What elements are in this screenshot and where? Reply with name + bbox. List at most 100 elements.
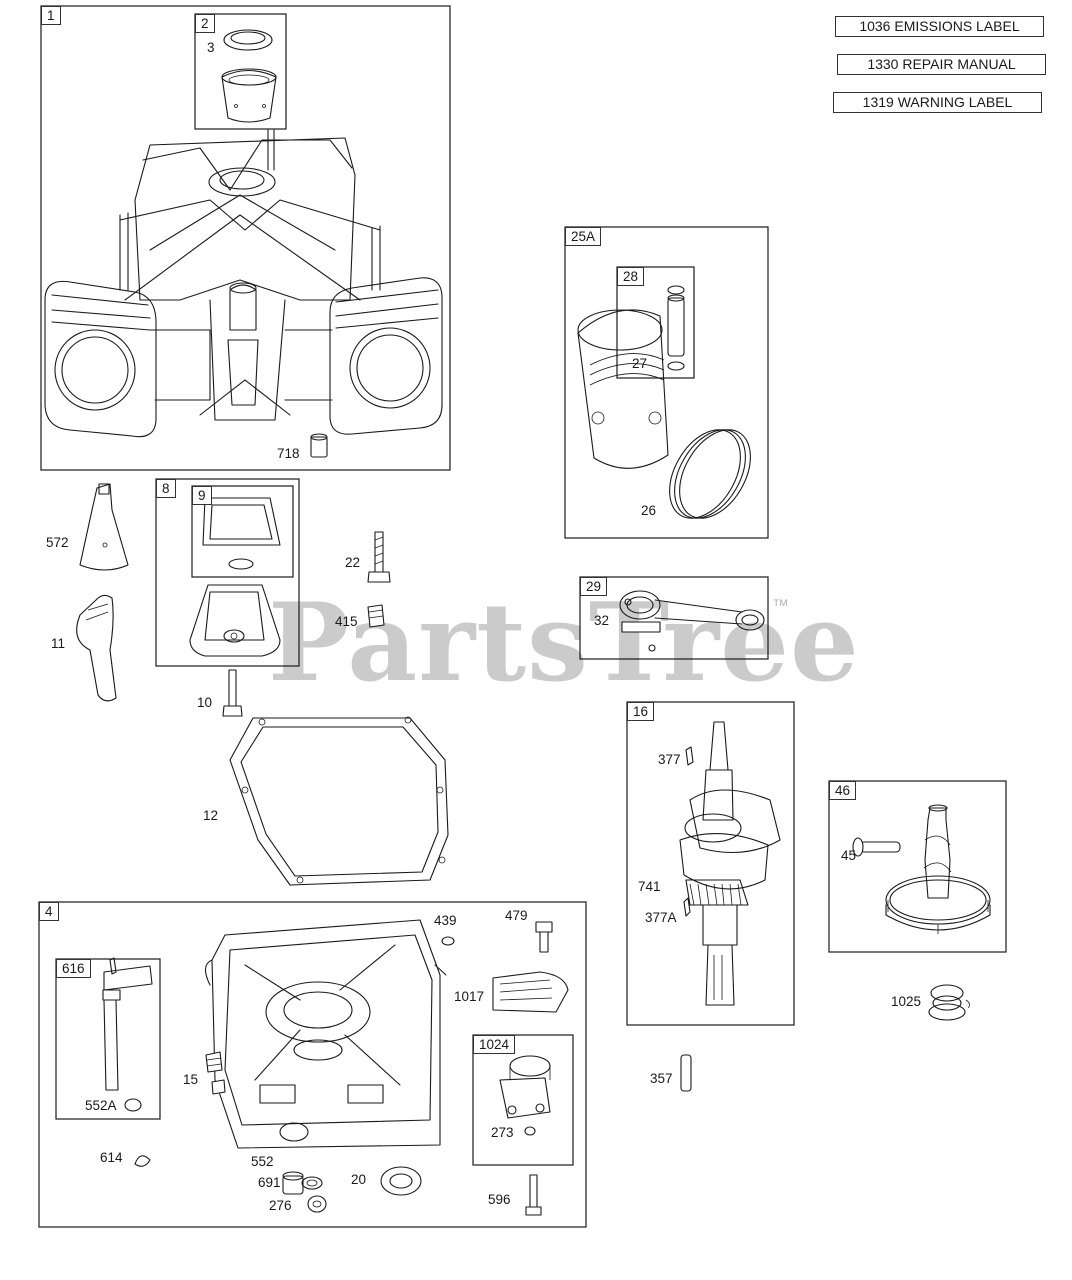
callout-552a[interactable]: 552A bbox=[85, 1098, 117, 1113]
part-16-crankshaft bbox=[679, 721, 781, 1006]
part-1024-oil-pump bbox=[499, 1055, 551, 1119]
callout-1025[interactable]: 1025 bbox=[891, 994, 922, 1009]
reference-number: 1319 bbox=[862, 94, 894, 110]
part-273-washer bbox=[524, 1126, 536, 1136]
part-479-bolt bbox=[535, 921, 553, 953]
group-box-9 bbox=[191, 485, 294, 578]
callout-11[interactable]: 11 bbox=[51, 636, 66, 651]
part-22-bolt bbox=[367, 531, 391, 583]
watermark-brand: PartsTree bbox=[268, 580, 860, 706]
callout-26[interactable]: 26 bbox=[641, 503, 657, 518]
callout-357[interactable]: 357 bbox=[650, 1071, 673, 1086]
part-26-piston-rings bbox=[669, 429, 751, 519]
part-1025-pulley bbox=[928, 984, 970, 1021]
reference-repair-manual[interactable]: 1330 REPAIR MANUAL bbox=[837, 54, 1046, 75]
part-614-clip bbox=[134, 1155, 151, 1167]
reference-number: 1036 bbox=[859, 18, 891, 34]
group-box-25a bbox=[564, 226, 769, 539]
part-718-dowel bbox=[310, 433, 328, 458]
part-415-plug bbox=[367, 604, 385, 628]
part-616-governor-shaft bbox=[102, 957, 153, 1112]
callout-741[interactable]: 741 bbox=[638, 879, 661, 894]
part-2-bushing bbox=[221, 68, 277, 123]
group-tag-4[interactable]: 4 bbox=[39, 902, 59, 921]
group-tag-8[interactable]: 8 bbox=[156, 479, 176, 498]
callout-479[interactable]: 479 bbox=[505, 908, 528, 923]
reference-number: 1330 bbox=[867, 56, 899, 72]
callout-377a[interactable]: 377A bbox=[645, 910, 677, 925]
part-1017-baffle bbox=[492, 971, 569, 1013]
group-tag-16[interactable]: 16 bbox=[627, 702, 655, 721]
callout-614[interactable]: 614 bbox=[100, 1150, 123, 1165]
part-15-plug bbox=[205, 1051, 226, 1095]
callout-20[interactable]: 20 bbox=[351, 1172, 367, 1187]
group-tag-29[interactable]: 29 bbox=[580, 577, 608, 596]
part-4-crankcase bbox=[204, 919, 447, 1149]
reference-label: EMISSIONS LABEL bbox=[894, 18, 1020, 34]
group-box-4 bbox=[38, 901, 587, 1228]
group-box-1 bbox=[40, 5, 451, 471]
part-572-air-guide bbox=[79, 483, 129, 571]
part-28-piston-pin bbox=[667, 285, 685, 371]
part-12-gasket bbox=[229, 716, 449, 886]
group-box-1024 bbox=[472, 1034, 574, 1166]
part-357-dowel-pin bbox=[680, 1054, 692, 1092]
callout-439[interactable]: 439 bbox=[434, 913, 457, 928]
group-box-8 bbox=[155, 478, 300, 667]
part-439-washer bbox=[441, 936, 455, 946]
part-45-pin bbox=[852, 837, 901, 857]
group-tag-46[interactable]: 46 bbox=[829, 781, 857, 800]
group-tag-1024[interactable]: 1024 bbox=[473, 1035, 516, 1054]
reference-label: REPAIR MANUAL bbox=[902, 56, 1016, 72]
watermark-trademark: ™ bbox=[772, 596, 789, 615]
callout-12[interactable]: 12 bbox=[203, 808, 219, 823]
part-596-bolt bbox=[525, 1174, 542, 1216]
group-tag-28[interactable]: 28 bbox=[617, 267, 645, 286]
part-691-ring bbox=[301, 1176, 323, 1190]
callout-552[interactable]: 552 bbox=[251, 1154, 274, 1169]
part-11-breather-tube bbox=[76, 594, 117, 702]
group-tag-1[interactable]: 1 bbox=[41, 6, 61, 25]
part-46-camshaft bbox=[885, 804, 991, 934]
part-20-oil-seal bbox=[380, 1166, 422, 1196]
callout-415[interactable]: 415 bbox=[335, 614, 358, 629]
part-piston bbox=[577, 309, 669, 469]
group-box-28 bbox=[616, 266, 695, 379]
callout-32[interactable]: 32 bbox=[594, 613, 610, 628]
part-9-gasket bbox=[202, 497, 281, 570]
part-8-breather-cover bbox=[189, 584, 281, 657]
callout-27[interactable]: 27 bbox=[632, 356, 648, 371]
part-377a-key bbox=[683, 897, 691, 917]
reference-label: WARNING LABEL bbox=[897, 94, 1013, 110]
reference-warning-label[interactable]: 1319 WARNING LABEL bbox=[833, 92, 1042, 113]
callout-273[interactable]: 273 bbox=[491, 1125, 514, 1140]
group-tag-2[interactable]: 2 bbox=[195, 14, 215, 33]
callout-718[interactable]: 718 bbox=[277, 446, 300, 461]
callout-377[interactable]: 377 bbox=[658, 752, 681, 767]
group-tag-9[interactable]: 9 bbox=[192, 486, 212, 505]
callout-276[interactable]: 276 bbox=[269, 1198, 292, 1213]
group-tag-616[interactable]: 616 bbox=[56, 959, 91, 978]
callout-45[interactable]: 45 bbox=[841, 848, 857, 863]
callout-572[interactable]: 572 bbox=[46, 535, 69, 550]
callout-10[interactable]: 10 bbox=[197, 695, 213, 710]
part-3-seal-ring bbox=[223, 29, 273, 51]
part-1-cylinder-block bbox=[44, 129, 443, 438]
callout-691[interactable]: 691 bbox=[258, 1175, 281, 1190]
callout-22[interactable]: 22 bbox=[345, 555, 361, 570]
part-552-bushing bbox=[282, 1171, 304, 1195]
group-tag-25a[interactable]: 25A bbox=[565, 227, 602, 246]
group-box-2 bbox=[194, 13, 287, 130]
part-276-washer bbox=[307, 1195, 327, 1213]
reference-emissions-label[interactable]: 1036 EMISSIONS LABEL bbox=[835, 16, 1044, 37]
part-32-connecting-rod bbox=[619, 590, 765, 652]
group-box-16 bbox=[626, 701, 795, 1026]
group-box-616 bbox=[55, 958, 161, 1120]
callout-596[interactable]: 596 bbox=[488, 1192, 511, 1207]
callout-3[interactable]: 3 bbox=[207, 40, 215, 55]
group-box-46 bbox=[828, 780, 1007, 953]
callout-1017[interactable]: 1017 bbox=[454, 989, 485, 1004]
callout-15[interactable]: 15 bbox=[183, 1072, 199, 1087]
